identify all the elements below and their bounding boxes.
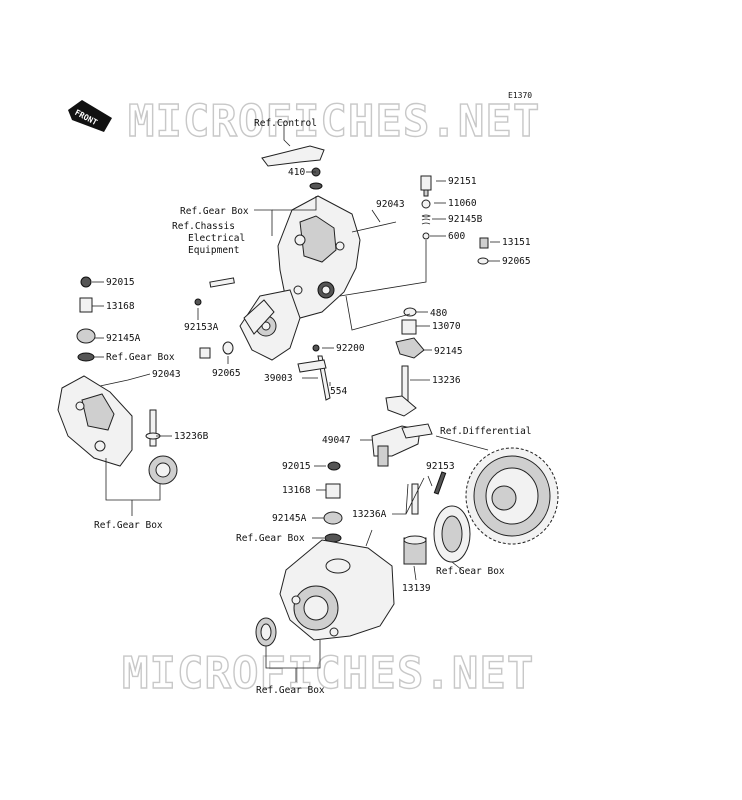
label-13139: 13139 [402,583,431,594]
label-39003: 39003 [264,373,293,384]
label-49047: 49047 [322,435,351,446]
shift-parts-right [371,175,489,467]
label-92043-top: 92043 [376,199,405,210]
label-ref-gear-box-top: Ref.Gear Box [180,206,249,217]
label-ref-gear-box-bottom: Ref.Gear Box [256,685,325,696]
label-554: 554 [330,386,347,397]
label-92065-right: 92065 [502,256,531,267]
label-92065-left: 92065 [212,368,241,379]
label-410: 410 [288,167,305,178]
label-92200: 92200 [336,343,365,354]
label-ref-gear-box-left2: Ref.Gear Box [94,520,163,531]
label-92153a: 92153A [184,322,219,333]
label-13236b: 13236B [174,431,209,442]
label-13236-right: 13236 [432,375,461,386]
small-parts-lower [323,461,447,565]
label-13168-center: 13168 [282,485,311,496]
watermark-bottom: MICROFICHES.NET [122,648,534,699]
label-ref-gear-box-right: Ref.Gear Box [436,566,505,577]
differential-gear [433,447,559,563]
label-600: 600 [448,231,465,242]
label-ref-chassis-electrical: Electrical [188,233,245,244]
label-92015-center: 92015 [282,461,311,472]
label-ref-chassis-equipment: Equipment [188,245,239,256]
upper-housing [239,195,361,361]
label-92153: 92153 [426,461,455,472]
label-ref-chassis: Ref.Chassis [172,221,235,232]
label-ref-gear-box-left1: Ref.Gear Box [106,352,175,363]
label-13168-left: 13168 [106,301,135,312]
label-92015-left: 92015 [106,277,135,288]
leader-lines [92,124,500,682]
small-parts-center [194,182,397,401]
label-13151: 13151 [502,237,531,248]
lower-housing [255,539,395,647]
label-480: 480 [430,308,447,319]
label-13236a: 13236A [352,509,387,520]
left-gearbox [57,276,178,485]
label-ref-control: Ref.Control [254,118,317,129]
label-11060: 11060 [448,198,477,209]
label-ref-differential: Ref.Differential [440,426,532,437]
diagram-code: E1370 [508,91,532,100]
label-92145a-left: 92145A [106,333,141,344]
label-92145-right: 92145 [434,346,463,357]
label-92145b: 92145B [448,214,483,225]
control-bracket [261,145,325,177]
label-13070: 13070 [432,321,461,332]
front-arrow-icon: FRONT [68,100,112,132]
label-92145a-center: 92145A [272,513,307,524]
label-92151: 92151 [448,176,477,187]
label-92043-left: 92043 [152,369,181,380]
watermark-top: MICROFICHES.NET [128,96,540,147]
label-ref-gear-box-center: Ref.Gear Box [236,533,305,544]
